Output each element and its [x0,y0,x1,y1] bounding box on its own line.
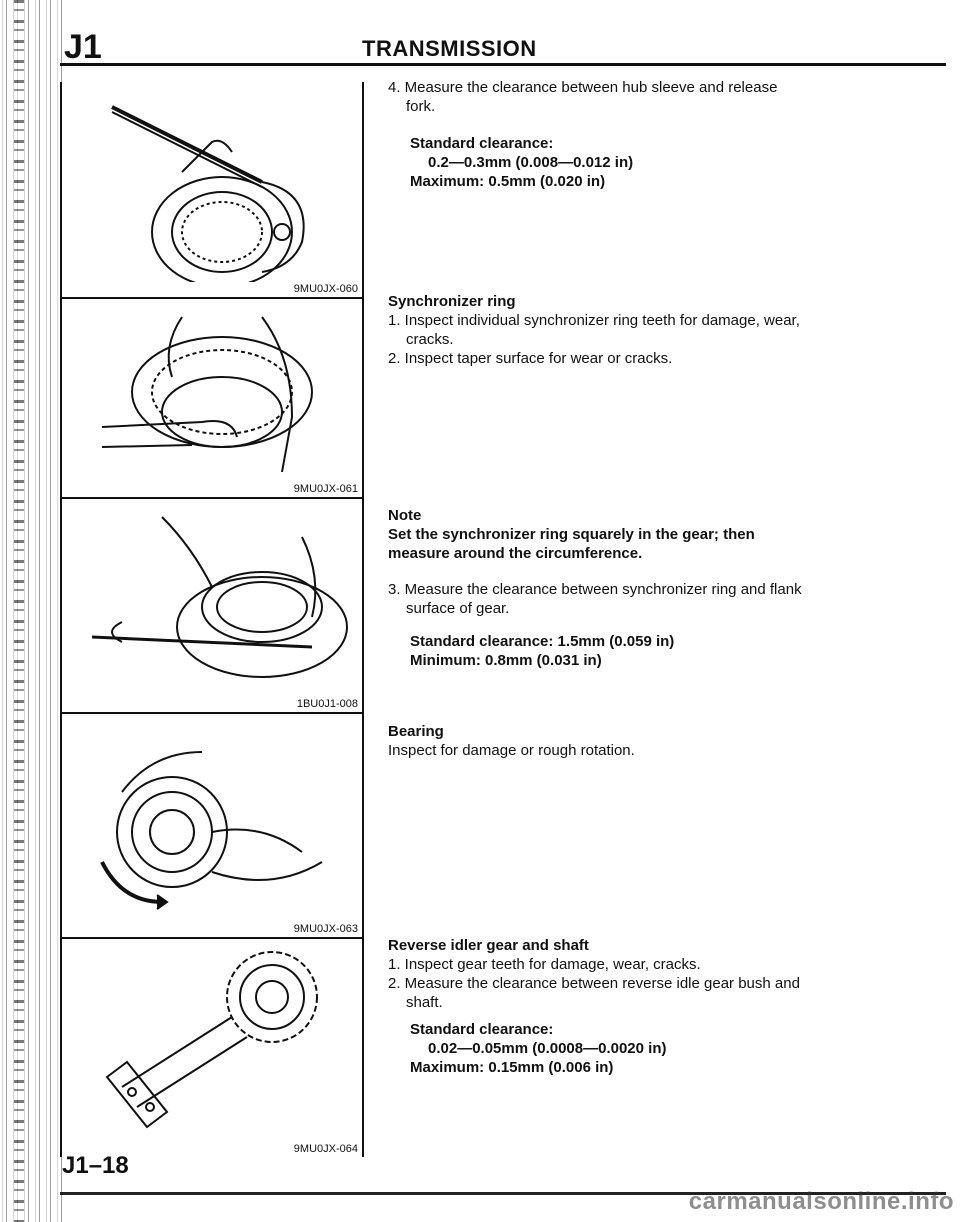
std-value: 0.02—0.05mm (0.0008—0.0020 in) [428,1040,667,1057]
hub-sleeve-illustration [111,105,305,282]
figure-code: 9MU0JX-060 [293,283,358,295]
figure-hub-sleeve-fork: 9MU0JX-060 [62,82,362,299]
section-heading: Bearing [388,723,444,740]
reverse-idler-section: Reverse idler gear and shaft 1. Inspect … [388,936,800,1012]
synchronizer-illustration [101,316,313,473]
synchronizer-step3: 3. Measure the clearance between synchro… [388,580,802,618]
std-label: Standard clearance: [410,135,554,152]
note-label: Note [388,507,422,524]
hub-sleeve-spec: Standard clearance: 0.2—0.3mm (0.008—0.0… [388,134,633,191]
reverse-idler-spec: Standard clearance: 0.02—0.05mm (0.0008—… [388,1020,666,1077]
std-value: 0.2—0.3mm (0.008—0.012 in) [428,154,634,171]
bearing-section: Bearing Inspect for damage or rough rota… [388,722,635,760]
note-line: Set the synchronizer ring squarely in th… [388,526,755,543]
figure-reverse-idler: 9MU0JX-064 [62,937,362,1157]
std-value: Standard clearance: 1.5mm (0.059 in) [410,633,675,650]
section-heading: Synchronizer ring [388,293,516,310]
max-value: Maximum: 0.15mm (0.006 in) [410,1059,614,1076]
page-number: J1–18 [62,1152,129,1179]
note-block: Note Set the synchronizer ring squarely … [388,506,755,563]
footer-rule [60,1192,946,1195]
step-text: 2. Inspect taper surface for wear or cra… [388,350,673,367]
step-text-cont: surface of gear. [406,600,510,617]
watermark: carmanualsonline.info [688,1188,954,1215]
min-value: Minimum: 0.8mm (0.031 in) [410,652,602,669]
step-text: 4. Measure the clearance between hub sle… [388,79,778,96]
figure-column: 9MU0JX-060 9MU0JX-061 [60,82,364,1157]
bearing-illustration [100,751,323,910]
note-line: measure around the circumference. [388,545,643,562]
step-text: 1. Inspect individual synchronizer ring … [388,312,800,329]
figure-code: 1BU0J1-008 [296,698,358,710]
figure-code: 9MU0JX-064 [293,1143,358,1155]
section-heading: Reverse idler gear and shaft [388,937,589,954]
header-rule [60,63,946,66]
synchronizer-spec: Standard clearance: 1.5mm (0.059 in) Min… [388,632,674,670]
step-text: 1. Inspect gear teeth for damage, wear, … [388,956,701,973]
figure-bearing: 9MU0JX-063 [62,712,362,939]
figure-code: 9MU0JX-063 [293,923,358,935]
step-text-cont: fork. [406,98,436,115]
figure-synchronizer-teeth: 9MU0JX-061 [62,297,362,499]
bearing-text: Inspect for damage or rough rotation. [388,742,635,759]
figure-synchronizer-clearance: 1BU0J1-008 [62,497,362,714]
binding-edge [0,0,62,1222]
figure-code: 9MU0JX-061 [293,483,358,495]
step-text-cont: shaft. [406,994,443,1011]
idler-gear-illustration [105,951,318,1129]
hub-sleeve-section: 4. Measure the clearance between hub sle… [388,78,777,116]
feeler-gauge-illustration [91,516,348,678]
binding-holes [14,0,24,1222]
page-title: TRANSMISSION [362,36,537,61]
std-label: Standard clearance: [410,1021,554,1038]
synchronizer-section: Synchronizer ring 1. Inspect individual … [388,292,800,368]
column-divider [362,82,364,1157]
step-text-cont: cracks. [406,331,454,348]
section-id: J1 [64,28,102,66]
max-value: Maximum: 0.5mm (0.020 in) [410,173,606,190]
step-text: 2. Measure the clearance between reverse… [388,975,800,992]
step-text: 3. Measure the clearance between synchro… [388,581,802,598]
